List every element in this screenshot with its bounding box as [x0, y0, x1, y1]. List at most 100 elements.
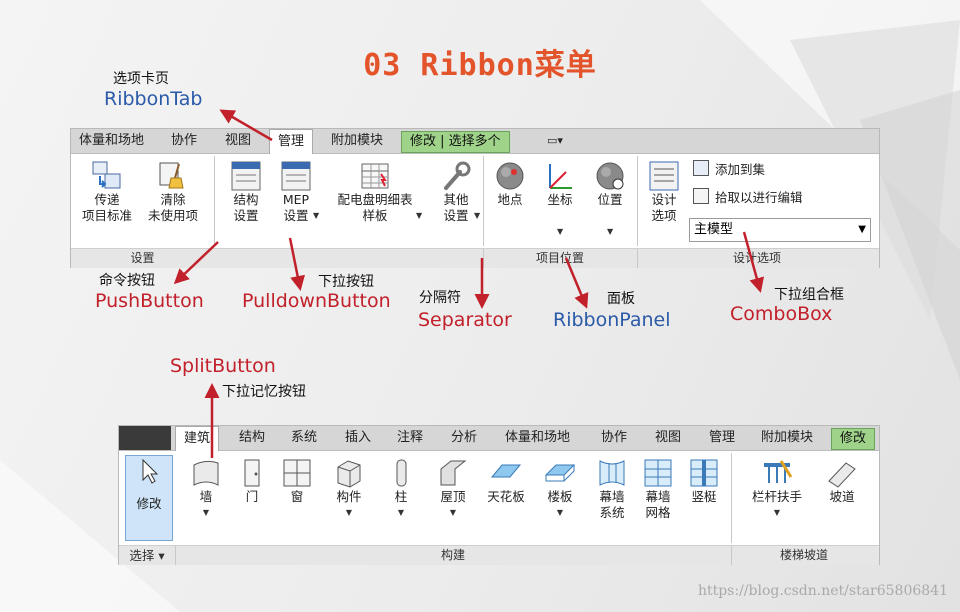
chevron-down-icon[interactable]: ▼	[345, 508, 353, 517]
schedule-template-icon	[361, 163, 389, 189]
pulldown-caption-en: PulldownButton	[242, 290, 391, 312]
panel-select-dropdown[interactable]: 选择 ▾	[129, 548, 165, 563]
panel-project-location: 项目位置	[535, 251, 584, 265]
ribbontab-caption-cn: 选项卡页	[113, 71, 169, 87]
mep-settings-button[interactable]: MEP 设置 ▼	[271, 160, 321, 224]
floor-icon	[544, 464, 576, 482]
chevron-down-icon[interactable]: ▼	[313, 211, 320, 220]
panel-settings: 设置	[130, 251, 155, 265]
transfer-label-2: 项目标准	[81, 208, 132, 223]
tab-architecture[interactable]: 建筑	[175, 426, 220, 452]
pick-to-edit-icon	[693, 188, 709, 204]
tab-modify[interactable]: 修改	[831, 428, 876, 450]
position-button[interactable]: 位置 ▼	[587, 160, 633, 236]
curtain-system-button[interactable]: 幕墙 系统	[589, 457, 635, 521]
panel-stairs-ramp: 楼梯坡道	[779, 548, 828, 562]
tab-structure[interactable]: 结构	[239, 430, 266, 445]
chevron-down-icon[interactable]: ▼	[474, 211, 481, 220]
chevron-down-icon[interactable]: ▼	[397, 508, 405, 517]
chevron-down-icon[interactable]: ▼	[858, 224, 866, 235]
splitbutton-caption-cn: 下拉记忆按钮	[222, 384, 306, 400]
tab-collaborate[interactable]: 协作	[601, 430, 628, 445]
ramp-label: 坡道	[829, 489, 855, 504]
ribbontab-caption-en: RibbonTab	[104, 88, 203, 110]
tab-collaborate[interactable]: 协作	[171, 133, 198, 148]
tab-manage[interactable]: 管理	[709, 430, 736, 445]
combobox-caption-en: ComboBox	[730, 303, 833, 325]
tab-massing-site[interactable]: 体量和场地	[505, 430, 571, 445]
location-button[interactable]: 地点	[487, 160, 533, 208]
floor-split-button[interactable]: 楼板 ▼	[535, 457, 585, 521]
tab-view[interactable]: 视图	[655, 430, 682, 445]
wrench-icon	[444, 161, 471, 190]
transfer-standards-button[interactable]: 传递 项目标准	[75, 160, 139, 224]
ramp-icon	[828, 462, 856, 488]
wall-icon	[193, 460, 219, 486]
column-split-button[interactable]: 柱 ▼	[379, 457, 423, 521]
purge-label-1: 清除	[160, 192, 186, 207]
panel-label-bar: 选择 ▾ 构建 楼梯坡道	[119, 545, 879, 565]
chevron-down-icon[interactable]: ▼	[556, 508, 564, 517]
purge-icon	[159, 162, 184, 189]
chevron-down-icon[interactable]: ▼	[773, 508, 781, 517]
curtain-grid-label-2: 网格	[645, 505, 671, 520]
panel-build: 构建	[440, 548, 465, 562]
coordinates-icon	[549, 164, 572, 189]
wall-label: 墙	[199, 489, 213, 504]
ceiling-label: 天花板	[487, 489, 525, 504]
tab-view[interactable]: 视图	[225, 133, 252, 148]
tab-insert[interactable]: 插入	[345, 430, 372, 445]
chevron-down-icon[interactable]: ▼	[202, 508, 210, 517]
tab-modify-multi[interactable]: 修改 | 选择多个	[401, 131, 510, 153]
chevron-down-icon[interactable]: ▼	[607, 227, 614, 236]
position-label: 位置	[597, 192, 623, 207]
quick-access-toggle[interactable]: ▭▾	[547, 134, 563, 147]
panel-separator	[214, 156, 215, 246]
modify-label: 修改	[136, 496, 162, 511]
tab-systems[interactable]: 系统	[291, 430, 318, 445]
design-options-button[interactable]: 设计 选项	[641, 160, 687, 224]
door-button[interactable]: 门	[231, 457, 273, 505]
tab-addins[interactable]: 附加模块	[331, 133, 384, 148]
modify-button[interactable]: 修改	[125, 455, 173, 541]
tab-annotate[interactable]: 注释	[397, 430, 424, 445]
window-button[interactable]: 窗	[275, 457, 319, 505]
design-options-icon	[649, 161, 679, 191]
roof-split-button[interactable]: 屋顶 ▼	[427, 457, 479, 521]
chevron-down-icon[interactable]: ▼	[557, 227, 564, 236]
mullion-button[interactable]: 竖梃	[681, 457, 727, 505]
structural-settings-icon	[231, 161, 261, 191]
ramp-button[interactable]: 坡道	[819, 457, 865, 505]
location-label: 地点	[497, 192, 523, 207]
panel-separator	[483, 249, 484, 268]
structural-settings-button[interactable]: 结构 设置	[221, 160, 271, 224]
door-label: 门	[245, 489, 259, 504]
chevron-down-icon[interactable]: ▼	[416, 211, 423, 220]
panel-separator	[175, 546, 176, 565]
tab-massing-site[interactable]: 体量和场地	[79, 133, 145, 148]
curtain-grid-button[interactable]: 幕墙 网格	[635, 457, 681, 521]
chevron-down-icon[interactable]: ▼	[449, 508, 457, 517]
wall-split-button[interactable]: 墙 ▼	[181, 457, 231, 521]
coordinates-button[interactable]: 坐标 ▼	[537, 160, 583, 236]
pick-to-edit-button[interactable]: 拾取以进行编辑	[693, 188, 803, 208]
purge-unused-button[interactable]: 清除 未使用项	[141, 160, 205, 224]
railing-split-button[interactable]: 栏杆扶手 ▼	[739, 457, 815, 521]
pulldown-caption-cn: 下拉按钮	[318, 274, 374, 290]
app-menu-button[interactable]	[119, 426, 171, 450]
transfer-label-1: 传递	[94, 192, 120, 207]
design-option-combobox[interactable]: 主模型 ▼	[689, 218, 871, 242]
tab-addins[interactable]: 附加模块	[761, 430, 814, 445]
ceiling-button[interactable]: 天花板	[481, 457, 531, 505]
cursor-arrow-icon	[142, 458, 159, 484]
add-to-set-button[interactable]: 添加到集	[693, 160, 765, 180]
panel-schedule-button[interactable]: 配电盘明细表 样板 ▼	[327, 160, 423, 224]
watermark: https://blog.csdn.net/star65806841	[697, 583, 948, 599]
other-settings-button[interactable]: 其他 设置 ▼	[431, 160, 481, 224]
component-split-button[interactable]: 构件 ▼	[323, 457, 375, 521]
add-to-set-label: 添加到集	[715, 162, 766, 177]
tab-manage[interactable]: 管理	[269, 129, 314, 155]
tab-analyze[interactable]: 分析	[451, 430, 478, 445]
ribbon-tab-bar: 体量和场地 协作 视图 管理 附加模块 修改 | 选择多个 ▭▾	[71, 129, 879, 155]
globe-icon	[496, 162, 524, 190]
